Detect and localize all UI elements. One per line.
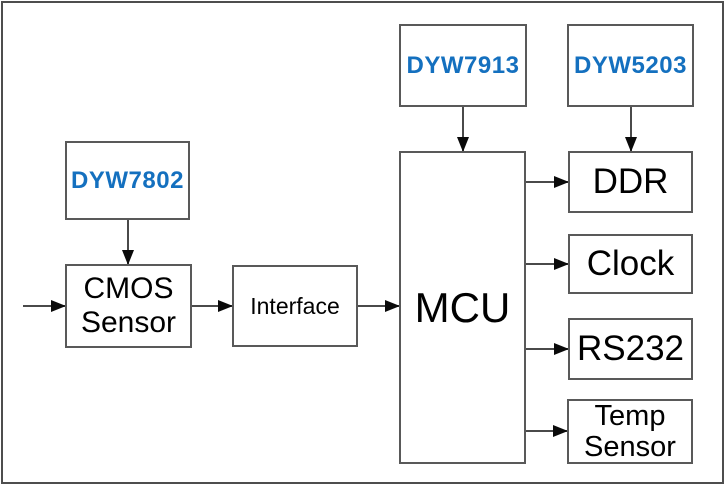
block-temp-sensor-label-line2: Sensor — [584, 430, 676, 463]
block-rs232-label: RS232 — [576, 329, 685, 368]
block-cmos-sensor-label-line1: CMOS — [83, 271, 174, 305]
block-dyw7913-label: DYW7913 — [406, 51, 520, 79]
block-ddr-label: DDR — [592, 162, 669, 201]
block-ddr: DDR — [568, 151, 693, 213]
block-dyw7802-label: DYW7802 — [71, 166, 184, 194]
block-cmos-sensor: CMOS Sensor — [65, 264, 192, 348]
block-rs232: RS232 — [568, 318, 693, 380]
block-clock: Clock — [568, 234, 693, 294]
block-interface-label: Interface — [250, 292, 340, 319]
block-dyw7913: DYW7913 — [399, 24, 527, 107]
block-temp-sensor: Temp Sensor — [567, 399, 693, 464]
block-cmos-sensor-label-line2: Sensor — [80, 306, 177, 339]
block-clock-label: Clock — [586, 244, 675, 283]
block-temp-sensor-label-line1: Temp — [594, 400, 666, 433]
block-interface: Interface — [232, 265, 358, 347]
block-mcu: MCU — [399, 151, 526, 464]
block-mcu-label: MCU — [414, 283, 511, 331]
block-dyw5203: DYW5203 — [567, 24, 694, 107]
block-dyw5203-label: DYW5203 — [574, 51, 687, 79]
block-dyw7802: DYW7802 — [65, 141, 190, 220]
